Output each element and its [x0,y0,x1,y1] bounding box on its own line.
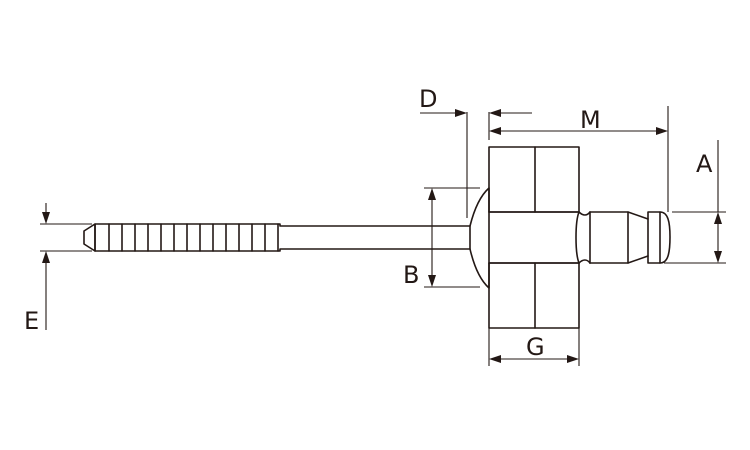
dimension-b: B [403,187,480,289]
label-m: M [580,106,601,134]
label-b: B [403,261,419,289]
mandrel-head [647,211,671,264]
dimension-g: G [488,328,580,366]
dimension-e: E [24,203,92,335]
dimension-m: M [489,106,669,212]
workpiece-lower [488,262,580,329]
rivet-tail [589,211,649,264]
rivet-head [469,187,490,289]
dimension-a: A [664,140,726,264]
workpiece-upper [488,146,580,213]
label-g: G [526,333,545,361]
mandrel-outline [83,223,471,252]
label-e: E [24,307,39,335]
rivet-body [488,146,671,329]
mandrel-grooves [94,223,279,252]
dimension-d: D [419,85,532,218]
label-a: A [696,150,713,178]
label-d: D [419,85,437,113]
mandrel [83,223,471,252]
